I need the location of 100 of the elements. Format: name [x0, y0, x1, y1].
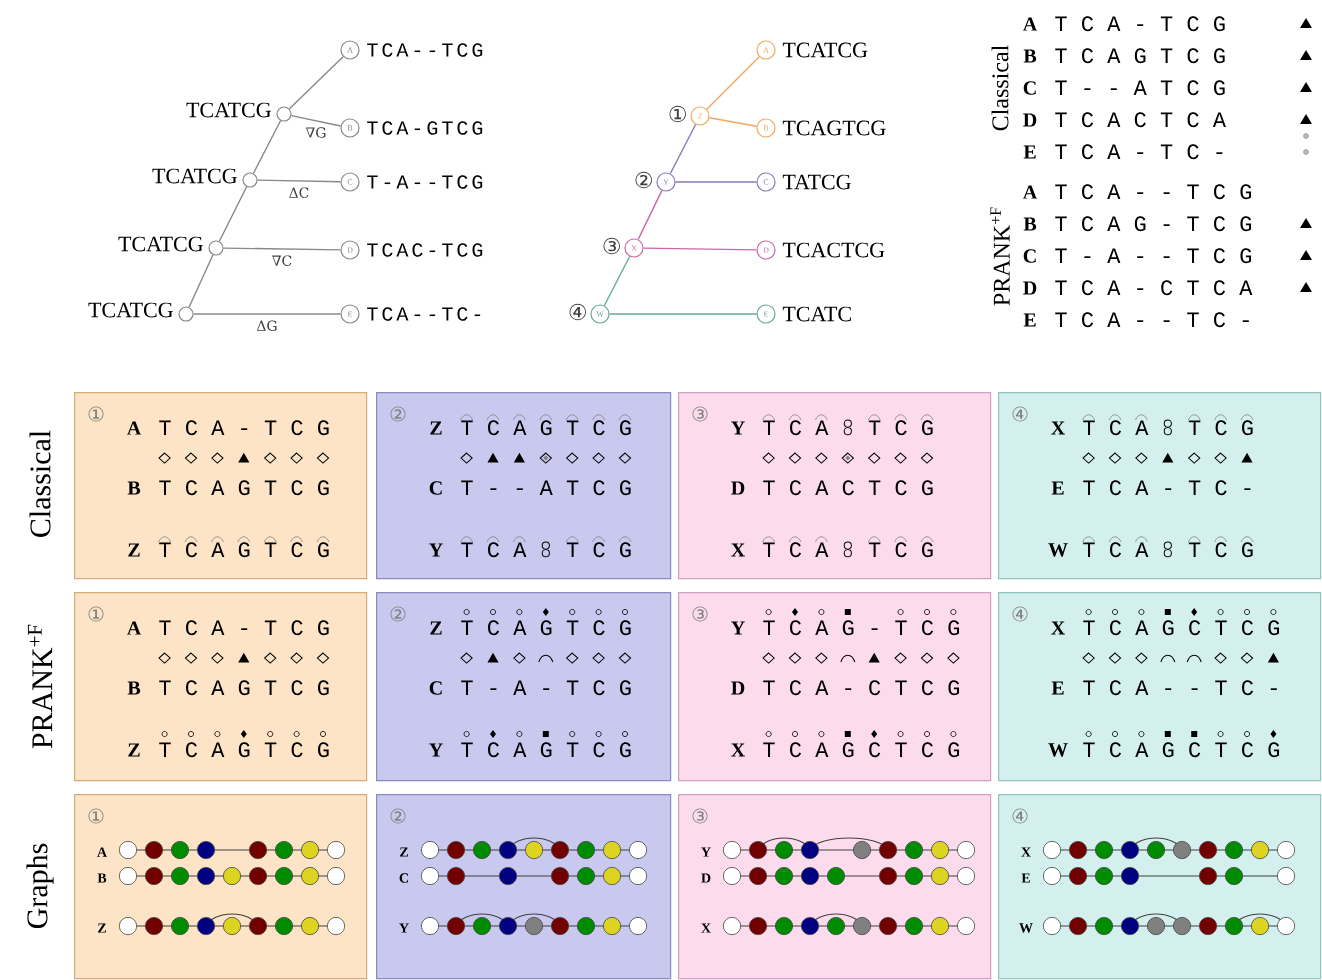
sequence-label: T C A - C T C G [763, 680, 960, 696]
sequence-label: T C G [868, 542, 933, 558]
tree-branch [288, 56, 344, 110]
sequence-label: T C A - T C - [1083, 480, 1251, 496]
sequence-label: T C A - T C - [1055, 144, 1223, 160]
sequence-name: Y [731, 421, 745, 435]
circled-number: ③ [692, 406, 708, 422]
row-label: PRANK$^{+F}$ [990, 207, 1010, 306]
sequence-name: Y [731, 621, 745, 635]
sequence-label: TATCG [782, 174, 851, 190]
sequence-name: X [731, 743, 745, 757]
circled-number: ④ [1012, 606, 1028, 622]
sequence-name: A [126, 421, 142, 435]
tree-branch [674, 181, 758, 183]
sequence-label: T C A - T C G [159, 420, 329, 436]
circled-number: ② [635, 171, 652, 189]
sequence-label: TCATCG [118, 236, 203, 252]
sequence-label: TCATCG [782, 42, 868, 58]
sequence-name: X [1051, 621, 1065, 635]
sequence-name: B [127, 681, 141, 695]
tree-branch [708, 117, 758, 127]
sequence-name: E [1023, 145, 1036, 159]
sequence-name: E [1051, 681, 1064, 695]
row-label: PRANK$^{+F}$ [27, 624, 53, 749]
sequence-label: T C A G - T C G [763, 620, 960, 636]
circled-number: ② [390, 406, 406, 422]
sequence-label: TCACTCG [782, 242, 885, 258]
row-label: Graphs [26, 843, 54, 929]
sequence-name: C [1023, 249, 1036, 263]
circled-number: ③ [603, 237, 620, 255]
tree-branch [218, 186, 248, 242]
sequence-label: T - A - - T C G [1055, 248, 1252, 264]
circled-number: ① [88, 406, 104, 422]
sequence-label: T - - A T C G [461, 480, 631, 496]
sequence-name: Z [430, 621, 442, 635]
tree-branch [706, 56, 760, 110]
sequence-label: T C A G T C G [461, 420, 631, 436]
sequence-name: A [126, 621, 142, 635]
sequence-name: D [731, 481, 745, 495]
sequence-label: T C A - T C G [1055, 16, 1225, 32]
row-label: Classical [991, 45, 1009, 131]
sequence-label: T C A C T C G [763, 480, 933, 496]
sequence-label: TCA-GTCG [367, 121, 483, 135]
row-label: Classical [29, 430, 51, 537]
sequence-name: Y [429, 743, 443, 757]
sequence-name: Z [128, 743, 140, 757]
sequence-name: C [429, 481, 442, 495]
sequence-label: T C G [1188, 542, 1253, 558]
sequence-name: D [1023, 113, 1037, 127]
tree-branch [603, 255, 631, 307]
sequence-label: T C A - C T C A [1055, 280, 1253, 296]
sequence-label: T C A G - T C G [1055, 216, 1252, 232]
sequence-label: T C A [461, 542, 527, 558]
sequence-name: Z [430, 421, 442, 435]
tree-branch [222, 247, 342, 251]
circled-number: ① [88, 808, 104, 824]
sequence-name: B [1023, 49, 1037, 63]
sequence-label: T C A G T C G [159, 742, 329, 758]
circled-number: ④ [1012, 808, 1028, 824]
tree-branch [256, 179, 342, 183]
sequence-label: T C G [868, 420, 933, 436]
tree-branch [290, 114, 342, 127]
sequence-name: D [1023, 281, 1037, 295]
sequence-label: T - - A T C G [1055, 80, 1225, 96]
sequence-label: TCATC [782, 306, 851, 322]
tree-branch [192, 313, 342, 315]
circled-number: ③ [692, 606, 708, 622]
sequence-label: T C A [763, 420, 829, 436]
tree-branch [188, 254, 214, 308]
sequence-label: T C A G T C G [159, 480, 329, 496]
sequence-name: D [731, 681, 745, 695]
sequence-label: TCAC-TCG [367, 243, 483, 257]
circled-number: ① [88, 606, 104, 622]
sequence-label: TCATCG [152, 168, 237, 184]
sequence-name: W [1048, 743, 1068, 757]
sequence-label: T C A - - T C - [1083, 680, 1277, 696]
sequence-name: W [1048, 543, 1068, 557]
sequence-label: T C A G C T C G [1083, 620, 1280, 636]
tree-branch [608, 313, 758, 315]
sequence-label: TCA--TC- [367, 307, 481, 321]
tree-branch [642, 247, 758, 251]
sequence-name: B [1023, 217, 1037, 231]
sequence-name: A [1023, 185, 1038, 199]
sequence-label: T C A - T C G [159, 620, 329, 636]
sequence-name: E [1023, 313, 1036, 327]
sequence-name: C [429, 681, 442, 695]
circled-number: ③ [692, 808, 708, 824]
sequence-label: T C A G T C G [159, 542, 329, 558]
sequence-name: C [1023, 81, 1036, 95]
sequence-name: B [127, 481, 141, 495]
circled-number: ② [390, 606, 406, 622]
sequence-label: T C A G T C G [461, 742, 631, 758]
sequence-name: A [1023, 17, 1038, 31]
sequence-label: T C G [566, 542, 631, 558]
sequence-name: X [731, 543, 745, 557]
sequence-label: T C A [1083, 542, 1149, 558]
sequence-label: T C A - - T C - [1055, 312, 1249, 328]
tree-branch [669, 123, 697, 175]
sequence-label: T C A G C T C G [763, 742, 960, 758]
sequence-label: T C G [1188, 420, 1253, 436]
